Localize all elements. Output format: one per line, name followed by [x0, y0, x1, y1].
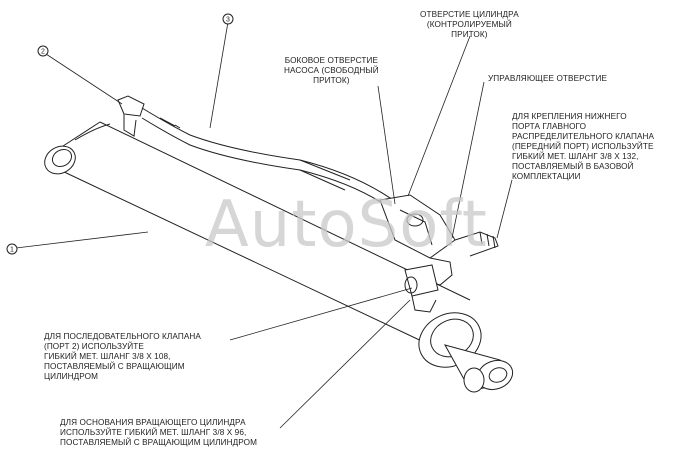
leader-lines	[15, 21, 513, 429]
watermark: AutoSoft	[205, 188, 488, 262]
label-control-port: УПРАВЛЯЮЩЕЕ ОТВЕРСТИЕ	[488, 74, 608, 83]
label-cylinder-port: ОТВЕРСТИЕ ЦИЛИНДРА (КОНТРОЛИРУЕМЫЙ ПРИТО…	[420, 10, 519, 39]
callout-3-number: 3	[226, 17, 230, 24]
callout-2	[37, 45, 49, 57]
label-side-pump-port: БОКОВОЕ ОТВЕРСТИЕ НАСОСА (СВОБОДНЫЙ ПРИТ…	[284, 56, 379, 85]
callout-3	[222, 13, 234, 25]
cylinder-body	[44, 121, 514, 393]
callout-1	[6, 243, 18, 255]
label-sequence-valve: ДЛЯ ПОСЛЕДОВАТЕЛЬНОГО КЛАПАНА (ПОРТ 2) И…	[44, 332, 201, 381]
callout-1-number: 1	[10, 247, 14, 254]
callout-2-number: 2	[41, 49, 45, 56]
hose-assembly	[117, 95, 499, 313]
label-main-valve-port: ДЛЯ КРЕПЛЕНИЯ НИЖНЕГО ПОРТА ГЛАВНОГО РАС…	[512, 112, 655, 181]
label-rotating-cylinder-base: ДЛЯ ОСНОВАНИЯ ВРАЩАЮЩЕГО ЦИЛИНДРА ИСПОЛЬ…	[60, 418, 258, 447]
